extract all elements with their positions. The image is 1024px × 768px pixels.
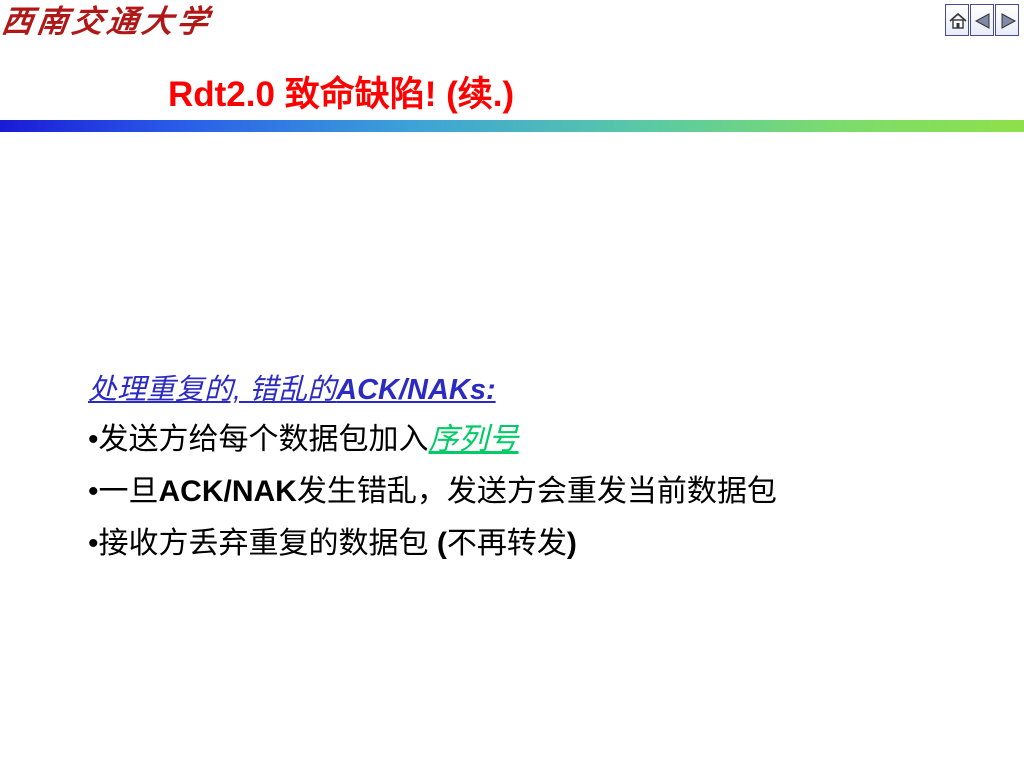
bullet-bold-open: ( (436, 527, 447, 560)
bullet-text: 接收方丢弃重复的数据包 (98, 527, 437, 560)
subheading: 处理重复的, 错乱的ACK/NAKs: (88, 368, 948, 412)
bullet-highlight: 序列号 (428, 423, 519, 456)
next-button[interactable] (995, 4, 1019, 36)
bullet-item: •接收方丢弃重复的数据包 (不再转发) (88, 522, 928, 566)
slide-title: Rdt2.0 致命缺陷! (续.) (168, 75, 515, 114)
bullet-text: 一旦 (98, 475, 159, 508)
university-logo: 西南交通大学 (0, 4, 215, 40)
home-icon (949, 12, 967, 29)
bullet-text-post: 发生错乱，发送方会重发当前数据包 (296, 475, 777, 508)
bullet-item: •发送方给每个数据包加入序列号 (88, 418, 928, 462)
title-underline-bar (0, 120, 1024, 132)
prev-icon (974, 13, 990, 29)
home-button[interactable] (945, 4, 969, 36)
bullet-bold: ACK/NAK (158, 475, 297, 508)
bullet-text: 发送方给每个数据包加入 (98, 423, 429, 456)
bullet-mark: • (88, 475, 99, 508)
bullet-bold-close: ) (566, 527, 577, 560)
slide-content: 处理重复的, 错乱的ACK/NAKs: •发送方给每个数据包加入序列号 •一旦A… (88, 368, 948, 574)
bullet-text-mid: 不再转发 (446, 527, 567, 560)
slide-nav (945, 4, 1023, 38)
prev-button[interactable] (970, 4, 994, 36)
subheading-text: 处理重复的, 错乱的 (88, 374, 337, 406)
next-icon (1001, 13, 1017, 29)
bullet-item: •一旦ACK/NAK发生错乱，发送方会重发当前数据包 (88, 470, 928, 514)
bullet-mark: • (88, 527, 99, 560)
bullet-mark: • (88, 423, 99, 456)
subheading-bold: ACK/NAKs: (336, 374, 496, 406)
